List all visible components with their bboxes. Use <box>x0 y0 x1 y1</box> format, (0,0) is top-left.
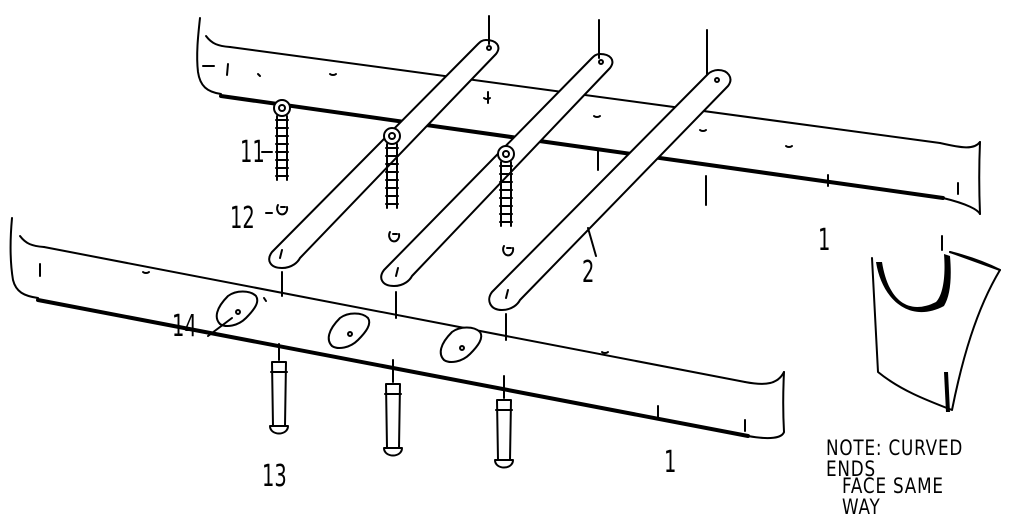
pin-bolt-2 <box>383 359 403 457</box>
nut-2 <box>388 231 401 243</box>
note-line-2: FACE SAME WAY <box>842 474 944 519</box>
pin-bolt-3 <box>494 375 514 469</box>
nuts <box>276 204 515 341</box>
callout-plate: 14 <box>172 309 197 344</box>
detail-curved-lip <box>876 254 951 313</box>
callout-nut: 12 <box>230 201 255 236</box>
callout-cross-brace: 2 <box>582 255 595 290</box>
eye-bolt-1 <box>273 99 291 181</box>
plates <box>215 290 483 363</box>
pin-bolts <box>269 343 514 469</box>
cross-braces <box>268 15 732 311</box>
plate-1 <box>215 290 259 327</box>
eye-bolts <box>273 99 515 227</box>
eye-bolt-2 <box>383 127 401 209</box>
eye-bolt-3 <box>497 145 515 227</box>
nut-3 <box>502 245 515 257</box>
curved-end-detail <box>871 235 1001 412</box>
rail-front-left-end <box>9 217 39 299</box>
plate-3 <box>439 326 483 363</box>
leader-lines <box>207 151 597 337</box>
callout-rail-back: 1 <box>818 223 831 258</box>
pin-bolt-1 <box>269 343 289 435</box>
rail-back-left-end <box>196 17 222 95</box>
plate-2 <box>327 312 371 349</box>
rail-back-right-end <box>978 141 981 215</box>
rail-back <box>196 17 981 215</box>
callout-pin-bolt: 13 <box>262 459 287 494</box>
cross-brace-2 <box>380 53 614 287</box>
callout-eye-bolt: 11 <box>240 135 265 170</box>
nut-1 <box>276 204 289 216</box>
cross-brace-1 <box>268 39 500 269</box>
note-line-1: NOTE: CURVED ENDS <box>826 436 964 481</box>
callout-rail-front: 1 <box>664 445 677 480</box>
rail-front-right-end <box>782 371 785 433</box>
detail-outline <box>871 251 1001 411</box>
cross-brace-3 <box>488 69 732 311</box>
